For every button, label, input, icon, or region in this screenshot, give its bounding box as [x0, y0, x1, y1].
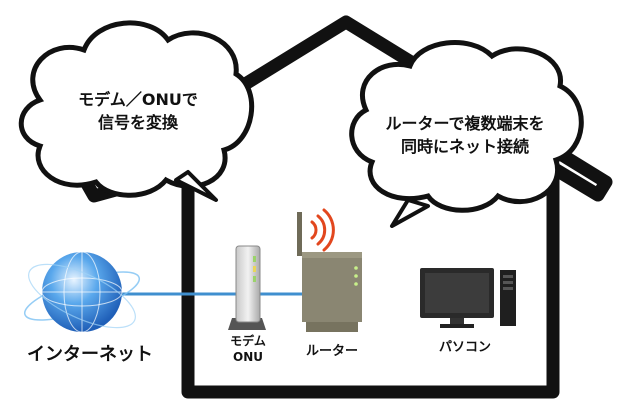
modem-label: モデム ONU — [222, 334, 274, 365]
modem-onu-icon — [228, 245, 266, 330]
internet-label: インターネット — [27, 344, 153, 365]
left-bubble-text: モデム／ONUで 信号を変換 — [60, 88, 216, 134]
router-icon — [297, 212, 362, 332]
right-bubble-text: ルーターで複数端末を 同時にネット接続 — [370, 112, 560, 158]
left-bubble-line1: モデム／ONUで — [78, 90, 198, 109]
router-label: ルーター — [305, 344, 358, 359]
modem-label-line2: ONU — [233, 349, 263, 364]
pc-icon — [420, 268, 516, 328]
wifi-icon — [310, 208, 335, 252]
right-bubble-line1: ルーターで複数端末を — [385, 114, 545, 133]
pc-label: パソコン — [438, 340, 491, 355]
modem-label-line1: モデム — [230, 334, 266, 348]
right-speech-bubble — [349, 40, 584, 228]
left-bubble-line2: 信号を変換 — [97, 113, 178, 133]
right-bubble-line2: 同時にネット接続 — [400, 137, 529, 157]
left-speech-bubble — [18, 20, 255, 202]
globe-icon — [23, 251, 141, 333]
